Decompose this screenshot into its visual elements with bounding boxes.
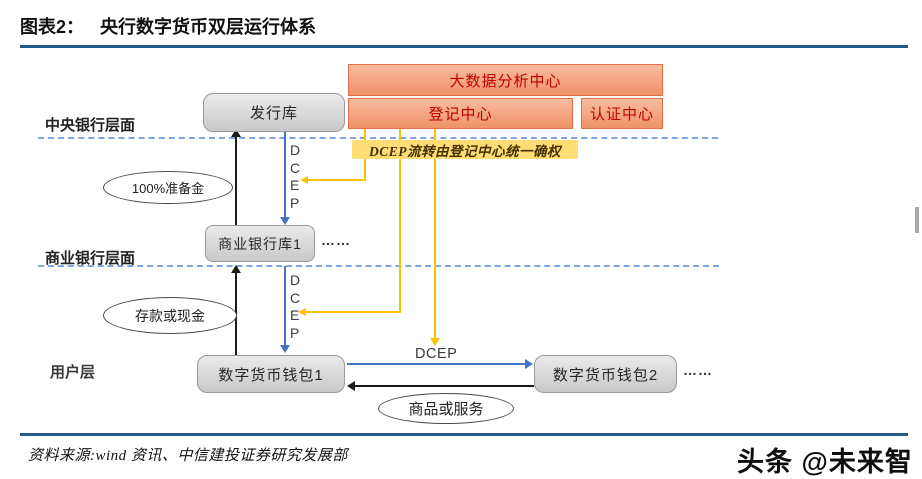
box-big-data-center: 大数据分析中心 (348, 64, 663, 96)
footer-rule (20, 433, 908, 436)
arrow-down-yellow-icon (430, 338, 440, 346)
divider-central-bank (38, 137, 718, 139)
registry-line-3-vertical (434, 129, 436, 338)
arrow-right-blue-icon (525, 359, 533, 369)
watermark-logo: 头条 @未来智库 (737, 447, 913, 477)
ellipse-goods-or-services: 商品或服务 (378, 393, 514, 424)
divider-commercial-bank (38, 265, 719, 267)
box-commercial-vault: 商业银行库1 (205, 225, 315, 262)
line-commercial-to-issuance (235, 136, 237, 228)
dcep-horizontal-label: DCEP (415, 346, 458, 362)
layer-label-user: 用户层 (50, 364, 96, 381)
ellipsis-more-vaults: …… (321, 232, 351, 248)
scrollbar-artifact (915, 207, 919, 233)
line-commercial-to-wallet (284, 266, 286, 345)
arrow-left-yellow-icon (300, 176, 308, 184)
layer-label-central-bank: 中央银行层面 (45, 117, 136, 134)
line-wallet1-to-wallet2 (347, 363, 525, 365)
figure-number-label: 图表2： (20, 17, 85, 37)
ellipsis-more-wallets: …… (683, 362, 713, 378)
dcep-vertical-label-upper: DCEP (290, 142, 301, 211)
arrow-down-icon (280, 345, 290, 353)
box-wallet-2: 数字货币钱包2 (534, 355, 677, 393)
dcep-vertical-label-lower: DCEP (290, 272, 301, 341)
arrow-down-icon (280, 217, 290, 225)
layer-label-commercial-bank: 商业银行层面 (45, 250, 136, 267)
arrow-left-yellow-icon (298, 308, 306, 316)
line-wallet2-to-wallet1 (355, 385, 534, 387)
line-issuance-to-commercial (284, 132, 286, 217)
arrow-up-icon (231, 265, 241, 273)
header-rule (20, 45, 908, 48)
source-note: 资料来源:wind 资讯、中信建投证券研究发展部 (28, 448, 348, 464)
arrow-up-icon (231, 129, 241, 137)
registry-line-1-horizontal (308, 179, 366, 181)
registry-confirmation-note: DCEP流转由登记中心统一确权 (352, 140, 578, 159)
ellipse-deposit-or-cash: 存款或现金 (103, 297, 237, 334)
registry-line-2-vertical (399, 129, 401, 313)
box-issuance-vault: 发行库 (203, 93, 345, 132)
box-wallet-1: 数字货币钱包1 (197, 355, 345, 393)
arrow-left-black-icon (347, 381, 355, 391)
registry-line-2-horizontal (306, 311, 401, 313)
box-auth-center: 认证中心 (581, 98, 663, 129)
ellipse-reserve: 100%准备金 (103, 171, 233, 204)
figure-title: 央行数字货币双层运行体系 (100, 17, 316, 37)
box-registry-center: 登记中心 (348, 98, 573, 129)
